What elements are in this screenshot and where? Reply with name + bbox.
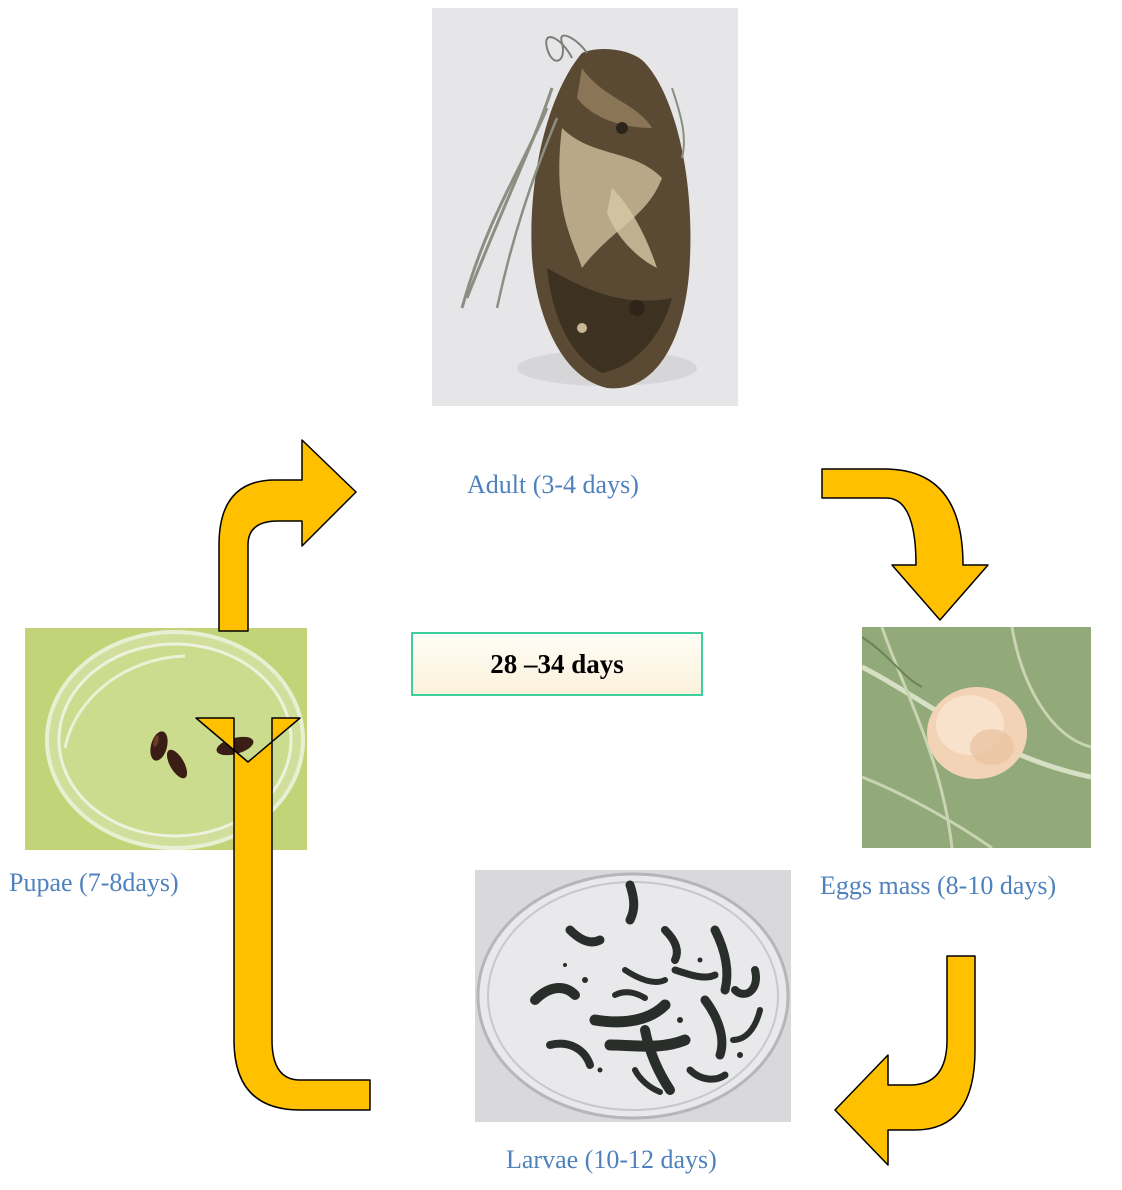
arrow-larvae-to-pupae (196, 718, 370, 1110)
arrow-pupae-to-adult (219, 440, 356, 631)
arrow-eggs-to-larvae (835, 956, 975, 1165)
arrow-adult-to-eggs (822, 469, 988, 620)
